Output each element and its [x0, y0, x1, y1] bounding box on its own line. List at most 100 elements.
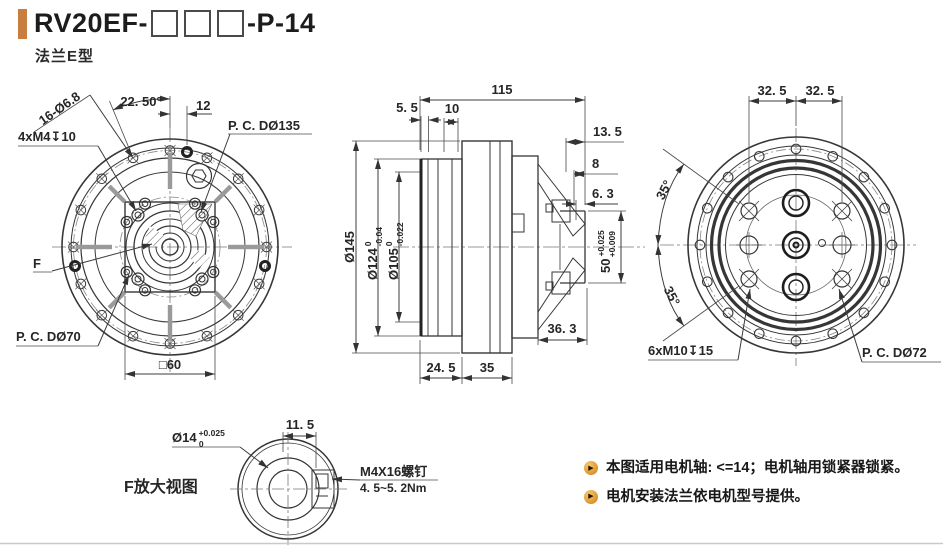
- hole-tick: [260, 241, 273, 253]
- model-blank-box: [217, 10, 245, 37]
- dim-dia124-tol-lo: -0.04: [374, 227, 384, 247]
- hub-screw: [210, 218, 217, 226]
- hub-screw: [207, 215, 220, 229]
- play-arrow-icon: ▶: [584, 489, 598, 504]
- through-hole: [781, 230, 811, 260]
- label-clamp-torque: 4. 5~5. 2Nm: [360, 481, 426, 495]
- hex-socket-screw: [185, 162, 213, 190]
- dim-dia14-tol-lo: 0: [199, 439, 204, 449]
- hub-screw: [188, 284, 202, 297]
- flange-hole: [232, 309, 244, 321]
- model-prefix: RV20EF-: [34, 8, 149, 38]
- through-hole: [788, 279, 804, 295]
- accent-bar-icon: [18, 8, 27, 39]
- radial-tick: [228, 244, 264, 250]
- dim-36-3: 36. 3: [548, 321, 577, 336]
- page-title: RV20EF- -P-14: [34, 8, 316, 39]
- label-flange-holes: 16-Ø6.8: [36, 89, 83, 128]
- hub-screw: [207, 265, 220, 279]
- dim-32-5-right: 32. 5: [806, 83, 835, 98]
- flange-hole: [722, 171, 734, 183]
- flange-hole: [701, 202, 713, 214]
- dim-11-5: 11. 5: [286, 417, 314, 432]
- hub-screw: [191, 287, 199, 294]
- dim-bore50-tol-hi: +0.025: [596, 230, 606, 257]
- play-arrow-icon: ▶: [584, 461, 598, 475]
- flange-hole: [790, 143, 802, 155]
- header: RV20EF- -P-14 法兰E型: [18, 8, 316, 66]
- bell-section-hatch: [537, 257, 586, 332]
- hole-tick: [232, 173, 244, 185]
- dim-5-5: 5. 5: [396, 100, 418, 115]
- dim-dia124: Ø1240-0.04: [363, 227, 384, 280]
- corner-screw-m4: [134, 211, 142, 219]
- dim-35: 35: [480, 360, 494, 375]
- corner-screw-m4: [198, 275, 206, 283]
- pin-hole: [259, 260, 271, 272]
- clamp-screw-section: [315, 473, 329, 489]
- dim-dia14-nom: Ø14: [172, 430, 197, 445]
- model-blank-box: [184, 10, 212, 37]
- note-item: ▶ 电机安装法兰依电机型号提供。: [584, 488, 940, 508]
- dim-10: 10: [445, 101, 459, 116]
- corner-screw-m4: [198, 211, 206, 219]
- dim-dia105: Ø1050-0.022: [384, 222, 405, 280]
- dim-32-5-left: 32. 5: [758, 83, 787, 98]
- hub-screw: [123, 268, 130, 276]
- hole-tick: [253, 278, 265, 290]
- flange-hole: [879, 276, 891, 288]
- hole-tick: [75, 204, 87, 216]
- dim-dia14-tol-hi: +0.025: [199, 428, 226, 438]
- flange-hole: [879, 202, 891, 214]
- tapped-hole-m10: [833, 270, 851, 288]
- bolt-circle-70: [119, 196, 221, 298]
- radial-tick: [107, 290, 127, 310]
- pin-hole: [181, 146, 193, 158]
- hub-screw: [210, 268, 217, 276]
- radial-tick: [167, 153, 173, 189]
- flange-hole: [253, 204, 265, 216]
- dim-115: 115: [492, 82, 513, 97]
- note-item: ▶ 本图适用电机轴: <=14；电机轴用锁紧器锁紧。: [584, 459, 940, 479]
- hole-tick: [127, 330, 139, 342]
- hole-tick: [67, 241, 80, 253]
- detail-caption: F放大视图: [124, 477, 198, 496]
- hole-tick: [831, 200, 853, 222]
- hub-screw: [188, 197, 202, 210]
- hole-tick: [96, 309, 108, 321]
- dim-dia105-nom: Ø105: [386, 248, 401, 280]
- label-clamp-screw: M4X16螺钉: [360, 464, 427, 479]
- flange-hole: [753, 150, 765, 162]
- hole-tick: [738, 200, 760, 222]
- flange-hole: [858, 171, 870, 183]
- flange-hole: [201, 152, 213, 164]
- dim-dia124-nom: Ø124: [365, 247, 380, 280]
- label-detail-ref-f: F: [33, 256, 41, 271]
- dim-dia105-tol-hi: 0: [384, 241, 394, 246]
- dim-offset-12: 12: [196, 98, 210, 113]
- radial-tick: [76, 244, 112, 250]
- hub-screw: [141, 200, 149, 207]
- hub-screw: [141, 287, 149, 294]
- dim-dia124-tol-hi: 0: [363, 241, 373, 246]
- model-blank-box: [151, 10, 179, 37]
- svg-text:Ø1050-0.022: Ø1050-0.022: [384, 222, 405, 280]
- hole-tick: [164, 144, 176, 157]
- corner-screw-m4: [131, 208, 145, 222]
- hole-tick: [831, 268, 853, 290]
- motor-flange-square: [124, 201, 216, 293]
- flange-hole: [127, 330, 139, 342]
- section-hatch: [143, 226, 165, 247]
- dim-bore50-tol-lo: +0.009: [607, 231, 617, 258]
- hole-tick: [253, 204, 265, 216]
- corner-screw-m4: [195, 272, 209, 286]
- clamp-notch: [311, 469, 335, 509]
- through-hole: [781, 188, 811, 218]
- flange-hole: [232, 173, 244, 185]
- hub-screw: [138, 284, 152, 297]
- flange-hole: [96, 309, 108, 321]
- dim-angle-22-5: 22. 50°: [120, 94, 161, 109]
